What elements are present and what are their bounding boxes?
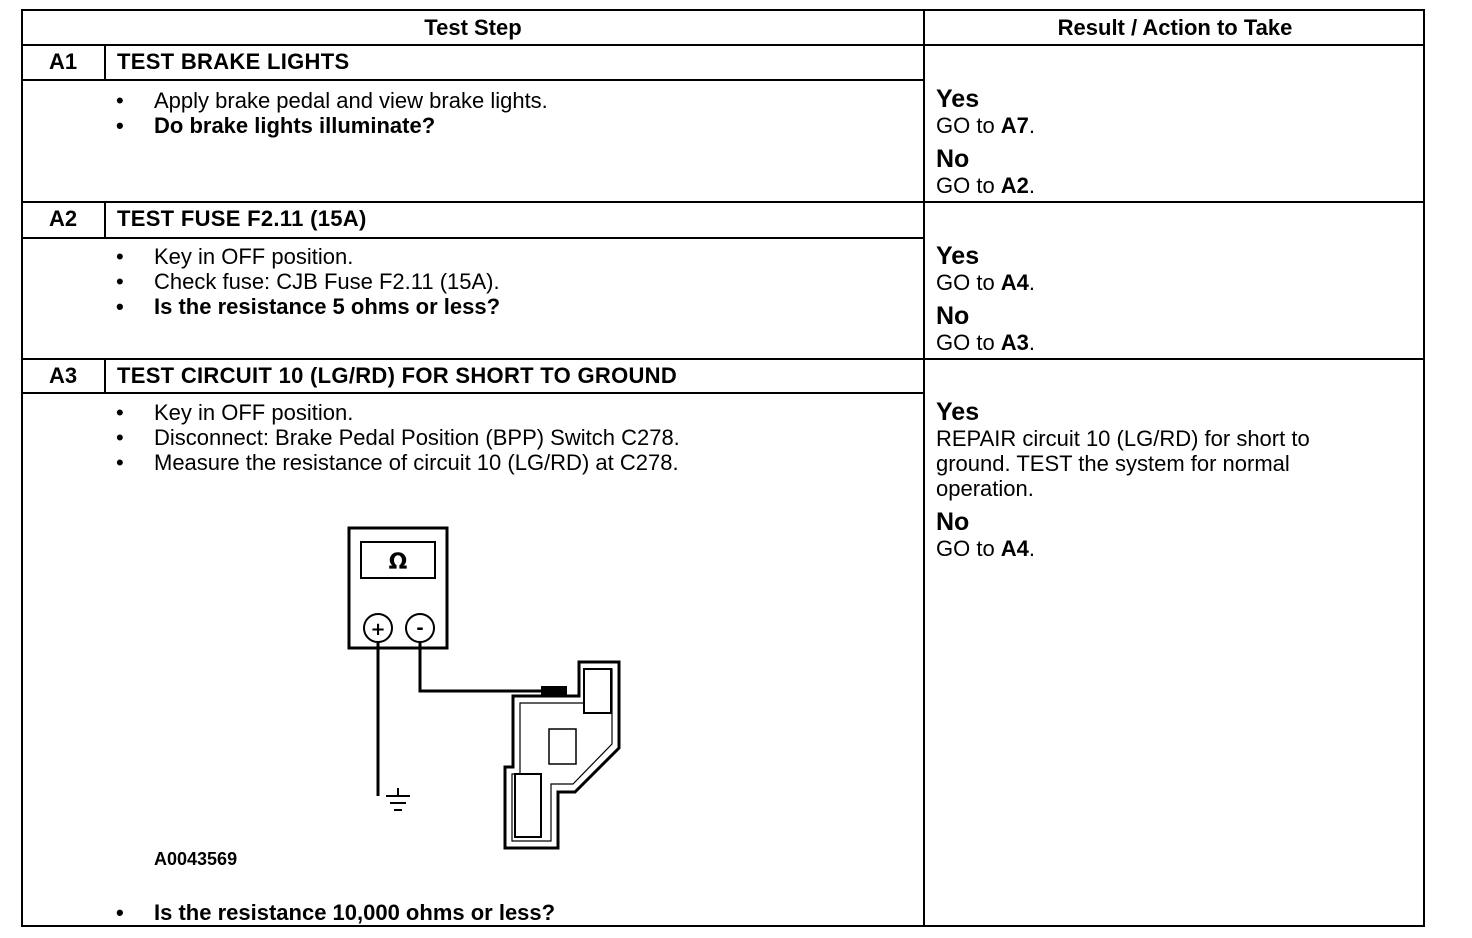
result-yes: Yes GO to A7. [936,85,1036,139]
result-yes: Yes GO to A4. [936,242,1036,296]
no-label: No [936,302,970,330]
yes-label: Yes [936,242,980,270]
step-id-divider [104,358,106,393]
ohmmeter-diagram: Ω + - [347,526,621,850]
no-action: GO to A3. [936,330,1036,355]
result-no: No GO to A3. [936,302,1036,356]
no-action: GO to A2. [936,173,1036,198]
result-no: No GO to A4. [936,508,1036,562]
yes-action-line: operation. [936,476,1034,501]
step-title: TEST CIRCUIT 10 (LG/RD) FOR SHORT TO GRO… [117,363,678,388]
connector-cavity [548,728,577,765]
ground-icon [386,788,410,811]
probe-tip-icon [541,686,567,695]
yes-label: Yes [936,85,980,113]
bullet-icon: • [116,450,124,475]
bullet-icon: • [116,113,124,138]
header-result-action: Result / Action to Take [1057,15,1293,40]
bullet-icon: • [116,269,124,294]
yes-action: GO to A4. [936,270,1036,295]
title-divider [23,79,923,81]
bullet-icon: • [116,900,124,925]
step-id-divider [104,44,106,80]
yes-action: GO to A7. [936,113,1036,138]
step-instruction: • Apply brake pedal and view brake light… [116,88,548,113]
row-divider [23,44,1425,46]
figure-caption: A0043569 [154,849,238,869]
step-id: A1 [48,49,78,74]
yes-action-line: ground. TEST the system for normal [936,451,1290,476]
test-lead [418,642,543,693]
title-divider [23,392,923,394]
column-divider [923,11,925,927]
bullet-icon: • [116,294,124,319]
no-label: No [936,145,970,173]
step-instruction: • Key in OFF position. [116,400,354,425]
connector-cavity [514,773,542,838]
connector-cavity [583,668,612,714]
positive-terminal-symbol: + [370,619,385,640]
no-label: No [936,508,970,536]
step-question: • Do brake lights illuminate? [116,113,436,138]
step-instruction: • Check fuse: CJB Fuse F2.11 (15A). [116,269,500,294]
step-instruction: • Key in OFF position. [116,244,354,269]
step-instruction: • Disconnect: Brake Pedal Position (BPP)… [116,425,680,450]
bullet-icon: • [116,400,124,425]
ohm-symbol-icon: Ω [389,550,408,575]
yes-label: Yes [936,398,980,426]
diagnostic-test-table: Test Step Result / Action to Take A1 TES… [21,9,1425,927]
bullet-icon: • [116,244,124,269]
result-yes: Yes REPAIR circuit 10 (LG/RD) for short … [936,398,1310,502]
header-test-step: Test Step [424,15,522,40]
step-title: TEST BRAKE LIGHTS [117,49,350,74]
step-id: A2 [48,206,78,231]
yes-action-line: REPAIR circuit 10 (LG/RD) for short to [936,426,1310,451]
no-action: GO to A4. [936,536,1036,561]
step-question: • Is the resistance 10,000 ohms or less? [116,900,556,925]
row-divider [23,201,1425,203]
row-divider [23,358,1425,360]
ohmmeter-display [360,541,436,579]
step-id: A3 [48,363,78,388]
step-title: TEST FUSE F2.11 (15A) [117,206,367,231]
result-no: No GO to A2. [936,145,1036,199]
title-divider [23,237,923,239]
step-question: • Is the resistance 5 ohms or less? [116,294,501,319]
step-instruction: • Measure the resistance of circuit 10 (… [116,450,679,475]
bullet-icon: • [116,88,124,113]
bullet-icon: • [116,425,124,450]
step-id-divider [104,201,106,238]
negative-terminal-symbol: - [416,618,423,639]
